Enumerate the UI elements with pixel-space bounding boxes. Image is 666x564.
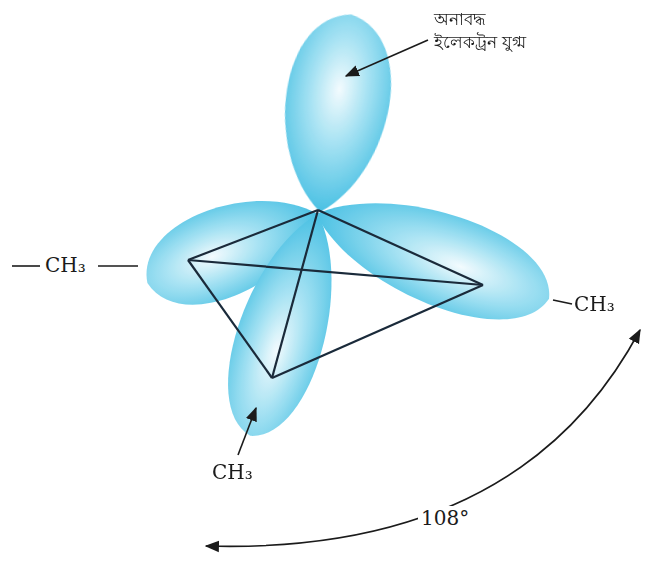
group-label: CH₃ (42, 253, 89, 277)
tetrahedron (188, 210, 483, 378)
leader-lines (238, 40, 428, 455)
angle-label: 108° (418, 506, 472, 530)
group-label: CH₃ (212, 460, 253, 484)
bond-lines (12, 266, 572, 304)
angle-arc (206, 330, 640, 546)
methyl-lobe (209, 201, 360, 448)
group-label: CH₃ (574, 292, 615, 316)
methyl-lobe (300, 171, 565, 343)
orbital-lobes (131, 6, 565, 448)
lone-pair-lobe (269, 6, 402, 220)
callout-label: অনাবদ্ধ ইলেকট্রন যুগ্ম (434, 8, 530, 54)
